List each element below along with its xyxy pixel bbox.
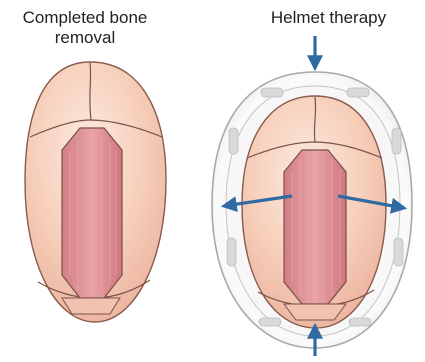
helmet-pad [261,88,283,97]
skull-left [25,62,166,322]
skull-right [242,96,386,328]
helmet-pad [259,318,281,326]
helmet-pad [227,238,236,266]
helmet-pad [349,318,371,326]
helmet-pad [394,238,403,266]
removed-bone-strip [62,128,122,298]
helmet-pad [347,88,369,97]
helmet-pad [392,128,401,154]
removed-bone-strip [284,150,346,304]
helmet-pad [229,128,238,154]
occipital-wedge [62,298,120,314]
